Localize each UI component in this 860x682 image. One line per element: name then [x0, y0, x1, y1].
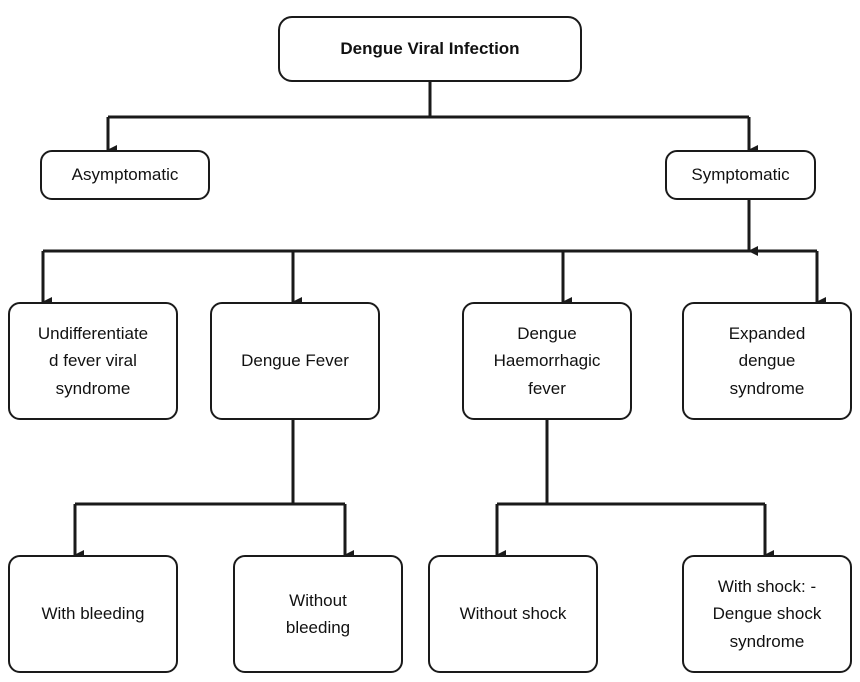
node-dengue-haemorrhagic-fever: Dengue Haemorrhagic fever [462, 302, 632, 420]
node-symptomatic: Symptomatic [665, 150, 816, 200]
node-dengue-viral-infection: Dengue Viral Infection [278, 16, 582, 82]
node-with-bleeding: With bleeding [8, 555, 178, 673]
node-expanded-dengue-syndrome: Expanded dengue syndrome [682, 302, 852, 420]
node-with-shock: With shock: - Dengue shock syndrome [682, 555, 852, 673]
node-without-bleeding: Without bleeding [233, 555, 403, 673]
node-dengue-fever: Dengue Fever [210, 302, 380, 420]
node-undifferentiated-fever: Undifferentiate d fever viral syndrome [8, 302, 178, 420]
node-asymptomatic: Asymptomatic [40, 150, 210, 200]
node-without-shock: Without shock [428, 555, 598, 673]
